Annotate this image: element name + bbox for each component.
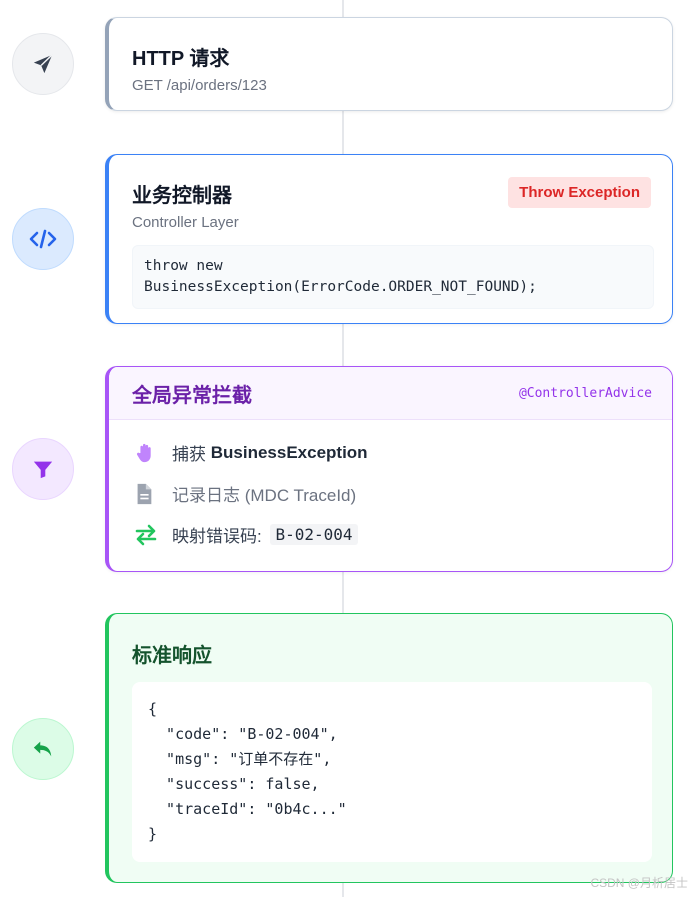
code-line: "code": "B-02-004", <box>148 725 338 743</box>
step-subtitle: Controller Layer <box>132 214 239 231</box>
exception-name: BusinessException <box>210 442 368 462</box>
code-line: "traceId": "0b4c..." <box>148 800 347 818</box>
step-title: HTTP 请求 <box>132 48 230 70</box>
step-subtitle: GET /api/orders/123 <box>132 77 267 94</box>
code-icon <box>29 228 57 250</box>
filter-icon <box>32 458 54 480</box>
http-request-card: HTTP 请求 GET /api/orders/123 <box>105 17 673 111</box>
controller-card: 业务控制器 Controller Layer Throw Exception t… <box>105 154 673 324</box>
reply-icon <box>32 738 54 760</box>
swap-arrows-icon <box>134 524 172 546</box>
step-node-advice <box>12 438 74 500</box>
code-line: "msg": "订单不存在", <box>148 750 332 768</box>
step-node-controller <box>12 208 74 270</box>
row-prefix: 映射错误码: <box>172 527 267 546</box>
step-title: 全局异常拦截 <box>132 384 252 407</box>
code-line: } <box>148 825 158 843</box>
list-item: 记录日志 (MDC TraceId) <box>134 473 672 514</box>
standard-response-card: 标准响应 { "code": "B-02-004", "msg": "订单不存在… <box>105 613 673 883</box>
code-line: BusinessException(ErrorCode.ORDER_NOT_FO… <box>144 279 537 295</box>
code-block: throw new BusinessException(ErrorCode.OR… <box>132 245 654 309</box>
row-text: 记录日志 (MDC TraceId) <box>172 486 357 505</box>
document-icon <box>134 483 172 505</box>
code-line: { <box>148 700 158 718</box>
throw-exception-badge: Throw Exception <box>508 177 651 208</box>
step-title: 标准响应 <box>132 645 212 667</box>
row-prefix: 捕获 <box>172 445 211 464</box>
card-header: 全局异常拦截 @ControllerAdvice <box>109 367 672 420</box>
code-line: throw new <box>144 258 223 274</box>
hand-icon <box>134 442 172 464</box>
error-code-chip: B-02-004 <box>270 524 358 545</box>
code-line: "success": false, <box>148 775 320 793</box>
list-item: 捕获 BusinessException <box>134 432 672 473</box>
watermark: CSDN @月析居士 <box>590 876 688 890</box>
list-item: 映射错误码: B-02-004 <box>134 514 672 555</box>
paper-plane-icon <box>32 53 54 75</box>
json-code-block: { "code": "B-02-004", "msg": "订单不存在", "s… <box>132 682 652 862</box>
step-title: 业务控制器 <box>132 185 232 207</box>
step-node-response <box>12 718 74 780</box>
global-exception-card: 全局异常拦截 @ControllerAdvice 捕获 BusinessExce… <box>105 366 673 572</box>
annotation-tag: @ControllerAdvice <box>518 385 652 401</box>
step-node-http <box>12 33 74 95</box>
